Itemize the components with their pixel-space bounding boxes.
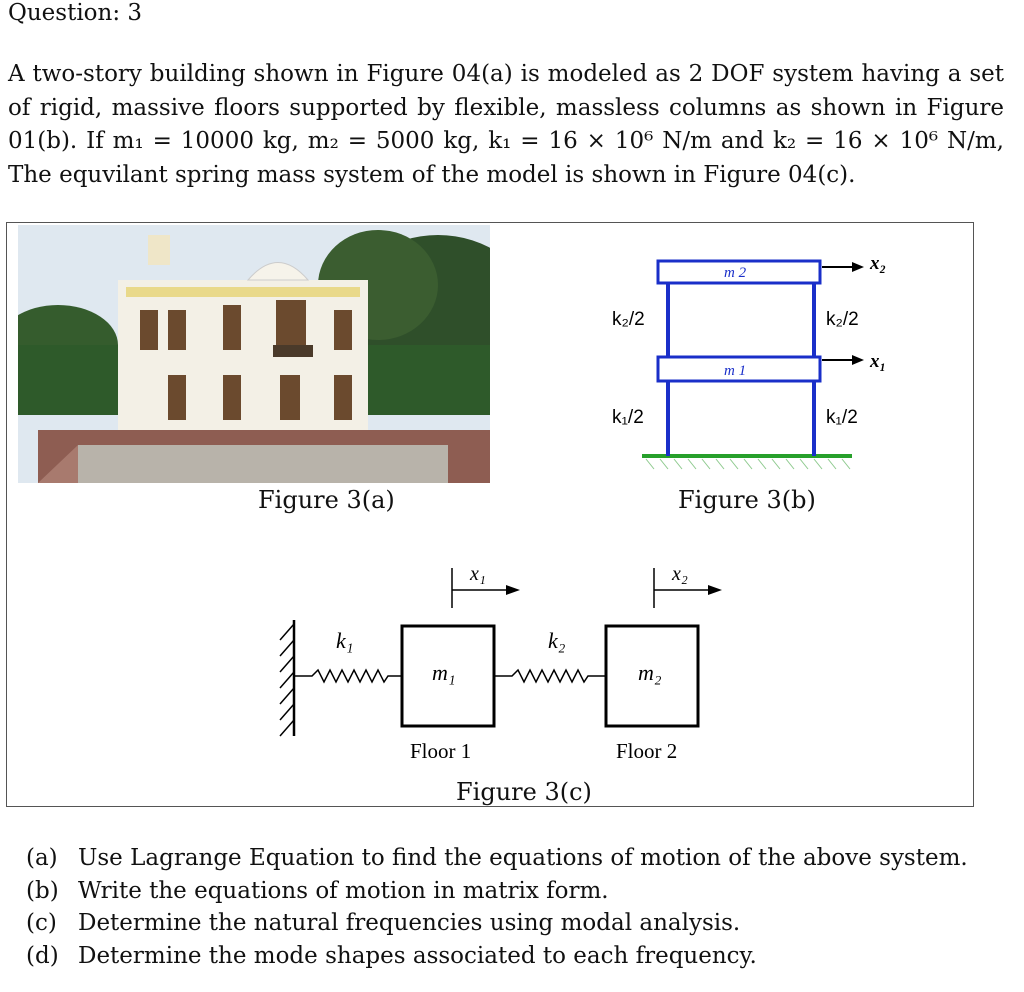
label-k2-right: k₂/2 <box>826 309 859 330</box>
arrow-x2 <box>708 585 722 595</box>
label-k2: k₂ <box>548 628 566 653</box>
sub-question-label: (b) <box>26 877 59 904</box>
building-photo <box>18 225 490 483</box>
arrow-x2 <box>852 262 864 272</box>
sub-question-label: (d) <box>26 942 59 969</box>
sub-question: (c) Determine the natural frequencies usi… <box>26 907 968 940</box>
label-m1: m 1 <box>724 363 746 379</box>
mass-m2 <box>604 624 700 728</box>
caption-figure-b: Figure 3(b) <box>678 486 816 514</box>
arrow-x1 <box>852 355 864 365</box>
spring-k1 <box>294 668 402 684</box>
label-x2: x₂ <box>671 563 688 585</box>
sub-question: (a) Use Lagrange Equation to find the equ… <box>26 842 968 875</box>
floor-slab-m1 <box>656 355 822 383</box>
sub-questions: (a) Use Lagrange Equation to find the equ… <box>26 842 968 972</box>
label-floor1: Floor 1 <box>410 739 471 763</box>
label-m2: m₂ <box>638 660 662 685</box>
sub-question-text: Determine the mode shapes associated to … <box>78 942 757 969</box>
label-k2-left: k₂/2 <box>612 309 645 330</box>
spring-mass-system: k₁ m₁ k₂ m₂ x₁ x₂ Floor 1 Floor 2 <box>279 563 722 763</box>
sub-question-label: (c) <box>26 910 57 936</box>
sub-question-text: Use Lagrange Equation to find the equati… <box>78 845 968 871</box>
question-intro: A two-story building shown in Figure 04(… <box>8 58 1004 192</box>
label-x1: x₁ <box>869 351 886 372</box>
question-title: Question: 3 <box>8 0 143 26</box>
label-floor2: Floor 2 <box>616 739 677 763</box>
intro-text: A two-story building shown in Figure 04(… <box>8 61 1004 188</box>
caption-figure-c: Figure 3(c) <box>456 778 592 806</box>
label-m2: m 2 <box>724 265 747 281</box>
floor-slab-m2 <box>656 259 822 285</box>
label-x2: x₂ <box>869 253 886 274</box>
sub-question-text: Write the equations of motion in matrix … <box>78 877 609 904</box>
label-x1: x₁ <box>469 563 486 585</box>
frame-model: m 2 m 1 k₂/2 k₂/2 k₁/2 k₁/2 x₂ x₁ <box>612 253 886 470</box>
sub-question-text: Determine the natural frequencies using … <box>78 910 741 936</box>
sub-question: (b) Write the equations of motion in matr… <box>26 875 968 908</box>
caption-figure-a: Figure 3(a) <box>258 486 395 514</box>
label-m1: m₁ <box>432 660 456 685</box>
sub-question: (d) Determine the mode shapes associated … <box>26 940 968 973</box>
label-k1: k₁ <box>336 628 353 653</box>
sub-question-label: (a) <box>26 845 58 871</box>
label-k1-right: k₁/2 <box>826 407 858 428</box>
spring-k2 <box>494 668 606 684</box>
figure-frame <box>6 222 974 807</box>
label-k1-left: k₁/2 <box>612 407 644 428</box>
arrow-x1 <box>506 585 520 595</box>
